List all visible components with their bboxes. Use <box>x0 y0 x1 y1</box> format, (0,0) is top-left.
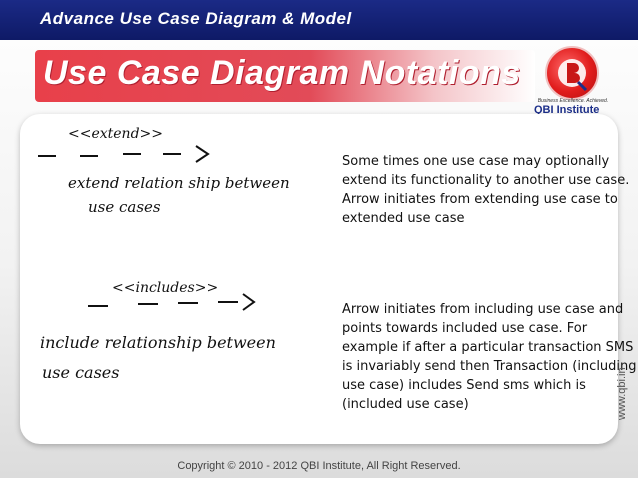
qbi-logo: Business Excellence. Achieved. QBI Insti… <box>528 40 618 120</box>
title-banner: Use Case Diagram Notations <box>35 50 535 102</box>
extend-stereotype-label: <<extend>> <box>68 126 163 142</box>
extend-dashed-arrow <box>38 145 210 163</box>
logo-tagline: Business Excellence. Achieved. <box>537 98 609 104</box>
website-url: www.qbi.in <box>616 367 628 420</box>
header-bar: Advance Use Case Diagram & Model <box>0 0 638 40</box>
footer-copyright: Copyright © 2010 - 2012 QBI Institute, A… <box>177 460 461 472</box>
include-dashed-arrow <box>88 293 256 311</box>
handwritten-notations: <<extend>> extend relation ship between … <box>38 126 290 382</box>
slide-title: Use Case Diagram Notations <box>43 54 521 92</box>
extend-caption-line1: extend relation ship between <box>68 174 290 192</box>
include-description: Arrow initiates from including use case … <box>342 302 637 412</box>
include-stereotype-label: <<includes>> <box>112 280 218 296</box>
extend-description: Some times one use case may optionally e… <box>342 154 630 226</box>
include-caption-line1: include relationship between <box>40 333 276 352</box>
header-title: Advance Use Case Diagram & Model <box>40 9 352 28</box>
logo-emblem-icon <box>545 46 599 100</box>
include-caption-line2: use cases <box>42 363 119 382</box>
content-panel <box>20 114 618 444</box>
logo-name: QBI Institute <box>534 104 600 116</box>
extend-caption-line2: use cases <box>88 198 161 216</box>
